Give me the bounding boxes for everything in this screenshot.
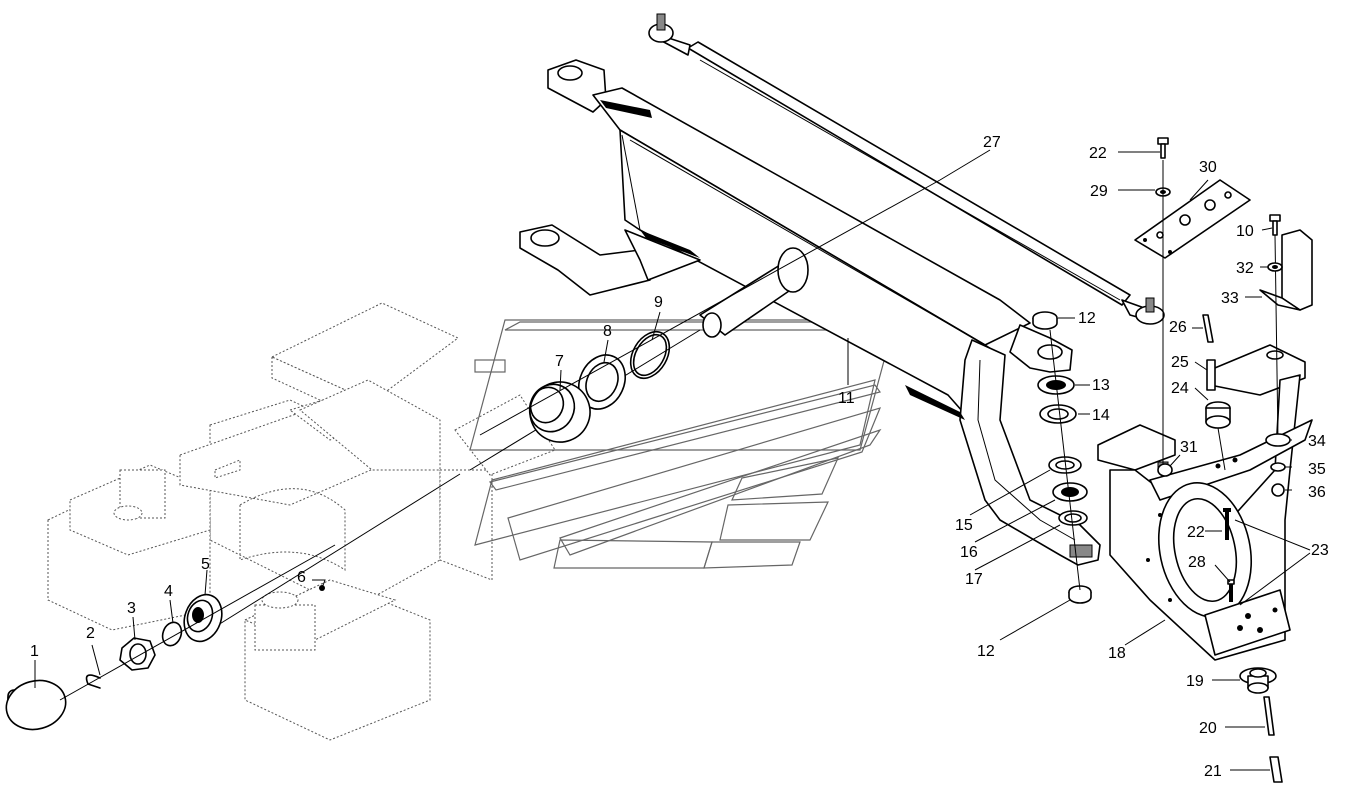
castle-nut xyxy=(119,637,156,671)
callout-7: 7 xyxy=(555,353,564,370)
chassis-ghost-outline xyxy=(47,302,556,741)
front-axle-beam xyxy=(519,59,1101,566)
callout-33: 33 xyxy=(1221,290,1239,307)
callout-34: 34 xyxy=(1308,433,1326,450)
cover-plate xyxy=(1134,179,1251,259)
callout-6: 6 xyxy=(297,569,306,586)
callout-14: 14 xyxy=(1092,407,1110,424)
callout-31: 31 xyxy=(1180,439,1198,456)
callout-9: 9 xyxy=(654,294,663,311)
callout-13: 13 xyxy=(1092,377,1110,394)
callout-10: 10 xyxy=(1236,223,1254,240)
callout-8: 8 xyxy=(603,323,612,340)
callout-36: 36 xyxy=(1308,484,1326,501)
callout-12-lower: 12 xyxy=(977,643,995,660)
callout-25: 25 xyxy=(1171,354,1189,371)
leader-lines xyxy=(34,149,1311,771)
callout-21: 21 xyxy=(1204,763,1222,780)
callout-26: 26 xyxy=(1169,319,1187,336)
callout-15: 15 xyxy=(955,517,973,534)
callout-23: 23 xyxy=(1311,542,1329,559)
callout-labels: 1 2 3 4 5 6 7 8 9 10 11 12 12 13 14 15 1… xyxy=(30,134,1329,780)
bearing xyxy=(183,593,223,643)
callout-28: 28 xyxy=(1188,554,1206,571)
callout-27: 27 xyxy=(983,134,1001,151)
callout-30: 30 xyxy=(1199,159,1217,176)
callout-16: 16 xyxy=(960,544,978,561)
callout-2: 2 xyxy=(86,625,95,642)
kingpin-stack xyxy=(1032,311,1092,604)
steering-knuckle xyxy=(1097,344,1313,661)
spindle-shaft xyxy=(209,247,809,631)
callout-12-upper: 12 xyxy=(1078,310,1096,327)
callout-24: 24 xyxy=(1171,380,1189,397)
callout-22-lower: 22 xyxy=(1187,524,1205,541)
callout-17: 17 xyxy=(965,571,983,588)
fasteners xyxy=(1155,137,1291,783)
snap-ring xyxy=(161,621,183,647)
callout-4: 4 xyxy=(164,583,173,600)
callout-18: 18 xyxy=(1108,645,1126,662)
callout-3: 3 xyxy=(127,600,136,617)
callout-35: 35 xyxy=(1308,461,1326,478)
bracket xyxy=(1259,229,1313,311)
callout-5: 5 xyxy=(201,556,210,573)
hub-cap xyxy=(5,679,67,731)
callout-1: 1 xyxy=(30,643,39,660)
callout-29: 29 xyxy=(1090,183,1108,200)
callout-11: 11 xyxy=(838,390,855,407)
tapered-bearing xyxy=(528,381,591,443)
callout-19: 19 xyxy=(1186,673,1204,690)
callout-22-upper: 22 xyxy=(1089,145,1107,162)
o-ring xyxy=(629,330,671,380)
callout-32: 32 xyxy=(1236,260,1254,277)
tie-rod xyxy=(648,13,1165,325)
seal-ring xyxy=(578,354,626,410)
callout-20: 20 xyxy=(1199,720,1217,737)
